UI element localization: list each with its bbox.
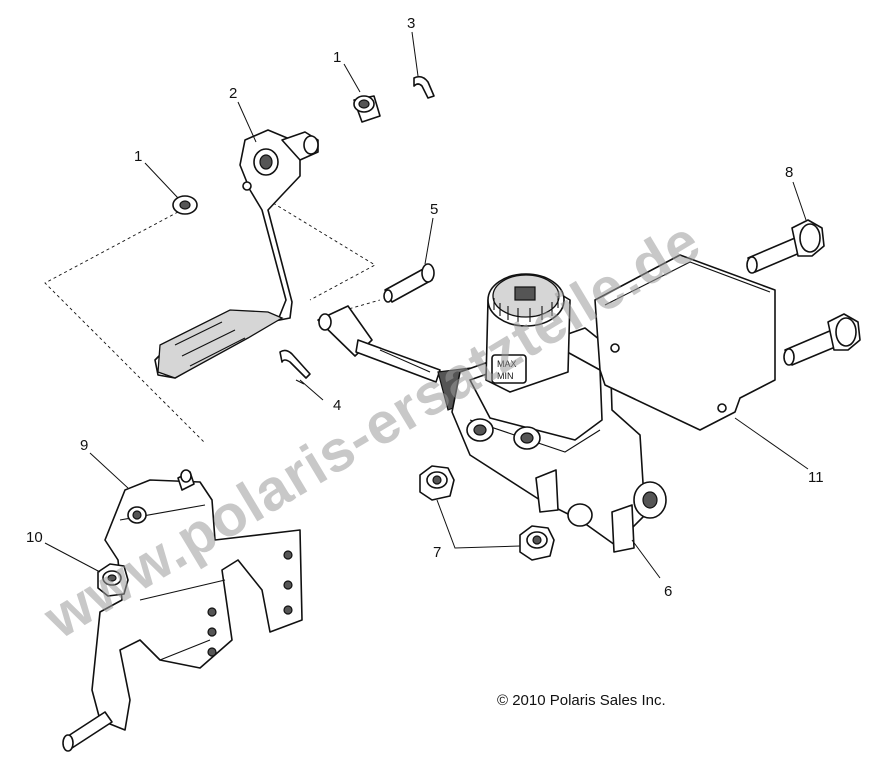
mounting-plate-part-11 [594, 254, 776, 431]
callout-9: 9 [80, 437, 88, 454]
callout-11: 11 [808, 469, 824, 486]
bolt-part-8-upper [746, 219, 825, 274]
callout-7: 7 [433, 544, 441, 561]
callout-leaders [44, 31, 809, 579]
bushing-part-1-upper [353, 95, 381, 123]
nut-part-10 [97, 563, 129, 597]
svg-text:MAX: MAX [497, 359, 517, 369]
clip-part-3 [413, 75, 435, 99]
callout-3: 3 [407, 15, 415, 32]
svg-text:MIN: MIN [497, 371, 514, 381]
callout-6: 6 [664, 583, 672, 600]
clevis-pin-part-5 [383, 263, 435, 303]
cotter-pin-part-4 [279, 349, 311, 385]
callout-1-upper: 1 [333, 49, 341, 66]
callout-1-left: 1 [134, 148, 142, 165]
callout-10: 10 [26, 529, 43, 546]
bushing-part-1-left [172, 195, 198, 215]
pedal-bracket-part-9 [62, 469, 303, 752]
callout-2: 2 [229, 85, 237, 102]
master-cylinder-part-6: MAX MIN [317, 273, 667, 553]
flange-nut-part-7-left [419, 465, 455, 501]
callout-5: 5 [430, 201, 438, 218]
bolt-part-8-lower [783, 313, 861, 366]
flange-nut-part-7-right [519, 525, 555, 561]
callout-8: 8 [785, 164, 793, 181]
callout-numbers: 1 1 2 3 4 5 6 7 8 9 10 11 [26, 15, 824, 600]
brake-pedal-part-2 [154, 129, 319, 379]
callout-4: 4 [333, 397, 341, 414]
copyright-notice: © 2010 Polaris Sales Inc. [497, 692, 666, 709]
